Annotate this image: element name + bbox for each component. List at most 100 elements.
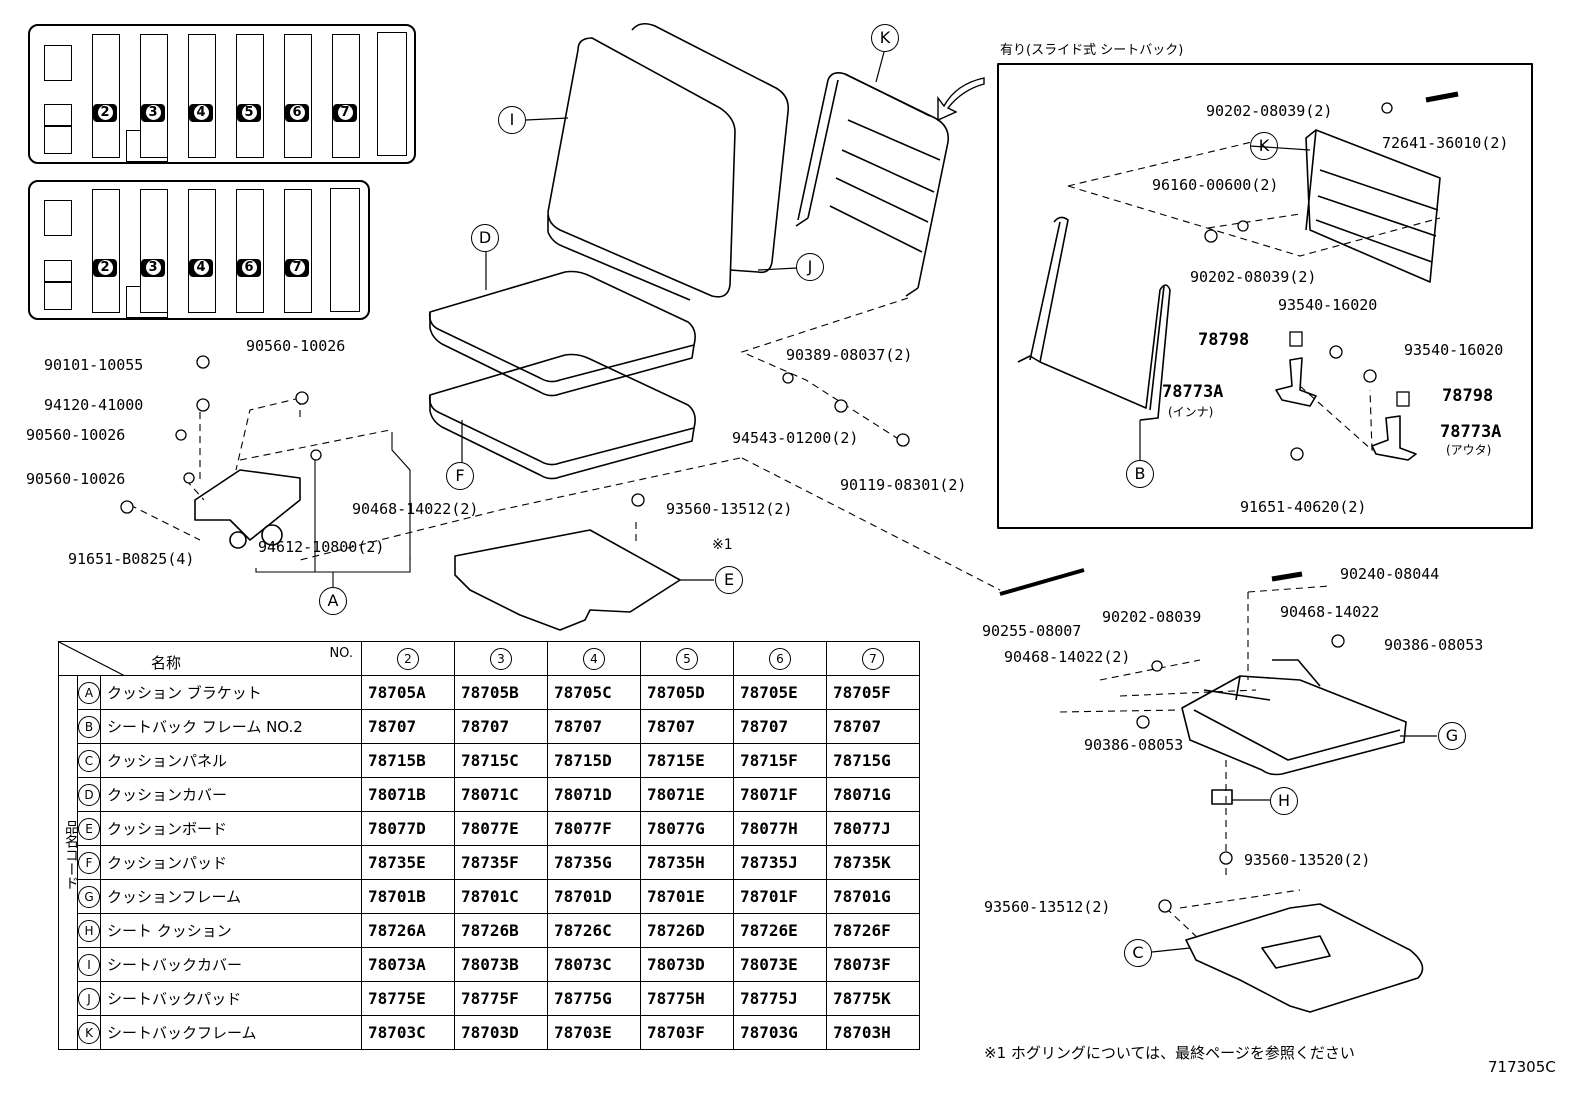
- part-code-cell: 78726A: [361, 913, 455, 948]
- part-code-cell: 78735F: [454, 845, 548, 880]
- part-code-cell: 78715F: [733, 743, 827, 778]
- label-93540-16020-a: 93540-16020: [1278, 296, 1378, 314]
- part-code-cell: 78701G: [826, 879, 920, 914]
- part-code-cell: 78705E: [733, 675, 827, 710]
- header-no: NO.: [329, 646, 353, 661]
- part-code-cell: 78705B: [454, 675, 548, 710]
- part-code-cell: 78073D: [640, 947, 734, 982]
- part-code-cell: 78703F: [640, 1015, 734, 1050]
- label-90202-08039-mid: 90202-08039(2): [1190, 268, 1317, 286]
- label-91651-b0825: 91651-B0825(4): [68, 550, 195, 568]
- seat-number-badge: 7: [333, 104, 357, 122]
- label-93540-16020-b: 93540-16020: [1404, 341, 1504, 359]
- seatback-cover: [547, 37, 736, 298]
- header-name: 名称: [151, 654, 182, 672]
- row-letter: H: [77, 913, 101, 948]
- label-90560-10026-mid: 90560-10026: [26, 426, 126, 444]
- part-code-cell: 78077D: [361, 811, 455, 846]
- part-code-cell: 78701C: [454, 879, 548, 914]
- row-letter: C: [77, 743, 101, 778]
- part-code-cell: 78726F: [826, 913, 920, 948]
- part-code-cell: 78707: [733, 709, 827, 744]
- label-90386-08053-b: 90386-08053: [1084, 736, 1184, 754]
- label-90101-10055: 90101-10055: [44, 356, 144, 374]
- label-90386-08053-a: 90386-08053: [1384, 636, 1484, 654]
- row-name: シートバックパッド: [100, 981, 362, 1016]
- label-94120-41000: 94120-41000: [44, 396, 144, 414]
- label-94612-10800: 94612-10800(2): [258, 538, 385, 556]
- cushion-panel: [1185, 903, 1424, 1013]
- seat-slot: [44, 126, 72, 154]
- seat-slot: [330, 188, 360, 312]
- part-code-cell: 78707: [454, 709, 548, 744]
- part-code-cell: 78775J: [733, 981, 827, 1016]
- inset-title: 有り(スライド式 シートバック): [1000, 43, 1184, 58]
- row-name: クッションパネル: [100, 743, 362, 778]
- part-code-cell: 78077H: [733, 811, 827, 846]
- part-code-cell: 78735H: [640, 845, 734, 880]
- part-code-cell: 78703G: [733, 1015, 827, 1050]
- part-code-cell: 78073A: [361, 947, 455, 982]
- row-name: クッション ブラケット: [100, 675, 362, 710]
- cushion-bracket: [194, 469, 301, 541]
- callout-c: C: [1124, 939, 1152, 967]
- row-name: シートバックフレーム: [100, 1015, 362, 1050]
- seat-slot: [377, 32, 407, 156]
- column-header: 5: [640, 641, 734, 676]
- part-code-cell: 78707: [640, 709, 734, 744]
- seat-slot: [188, 189, 216, 313]
- row-letter: F: [77, 845, 101, 880]
- part-code-cell: 78726E: [733, 913, 827, 948]
- label-96160-00600: 96160-00600(2): [1152, 176, 1279, 194]
- callout-a: A: [319, 587, 347, 615]
- part-code-cell: 78707: [826, 709, 920, 744]
- seat-slot: [236, 34, 264, 158]
- callout-b: B: [1126, 460, 1154, 488]
- column-header: 6: [733, 641, 827, 676]
- seat-slot: [140, 34, 168, 158]
- column-header: 4: [547, 641, 641, 676]
- callout-g: G: [1438, 722, 1466, 750]
- part-code-cell: 78726D: [640, 913, 734, 948]
- seat-slot: [188, 34, 216, 158]
- callout-h: H: [1270, 787, 1298, 815]
- label-90240-08044: 90240-08044: [1340, 565, 1440, 583]
- part-code-cell: 78077F: [547, 811, 641, 846]
- part-code-cell: 78073F: [826, 947, 920, 982]
- row-letter: A: [77, 675, 101, 710]
- label-93560-13512-mid: 93560-13512(2): [666, 500, 793, 518]
- part-code-cell: 78071G: [826, 777, 920, 812]
- footnote-mark: ※1: [712, 537, 733, 553]
- seat-slot: [44, 260, 72, 282]
- part-code-cell: 78735G: [547, 845, 641, 880]
- label-93560-13520: 93560-13520(2): [1244, 851, 1371, 869]
- label-94543-01200: 94543-01200(2): [732, 429, 859, 447]
- part-code-cell: 78705A: [361, 675, 455, 710]
- label-90202-08039-low: 90202-08039: [1102, 608, 1202, 626]
- seatback-frame-no2: [1017, 216, 1171, 421]
- row-letter: D: [77, 777, 101, 812]
- seat-slot: [44, 45, 72, 81]
- seat-slot: [92, 189, 120, 313]
- part-code-cell: 78715D: [547, 743, 641, 778]
- row-name: クッションパッド: [100, 845, 362, 880]
- column-header: 7: [826, 641, 920, 676]
- seatback-pad: [631, 22, 790, 274]
- label-90389-08037: 90389-08037(2): [786, 346, 913, 364]
- part-code-cell: 78077J: [826, 811, 920, 846]
- part-code-cell: 78701B: [361, 879, 455, 914]
- seat-slot: [44, 200, 72, 236]
- label-90560-10026-low: 90560-10026: [26, 470, 126, 488]
- row-letter: B: [77, 709, 101, 744]
- seat-number-badge: 3: [141, 104, 165, 122]
- callout-k-inset: K: [1250, 132, 1278, 160]
- part-code-cell: 78703D: [454, 1015, 548, 1050]
- part-code-cell: 78703C: [361, 1015, 455, 1050]
